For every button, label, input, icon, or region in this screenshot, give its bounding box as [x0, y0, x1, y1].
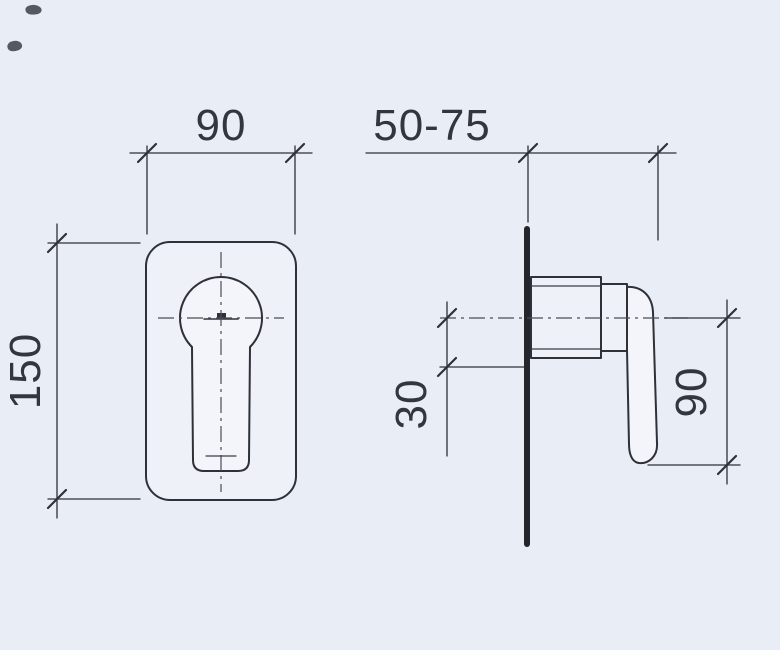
dimension-depth-range: 50-75 [365, 101, 677, 241]
smudge-artifact [7, 40, 23, 52]
side-view [440, 226, 692, 547]
dimension-front-height: 150 [1, 223, 141, 519]
side-lever-handle [626, 285, 659, 465]
dimension-label-front-width: 90 [196, 101, 247, 150]
front-view [145, 241, 297, 501]
dimension-tick [716, 307, 738, 329]
dimension-handle-drop: 90 [647, 299, 741, 485]
dimension-tick [517, 142, 539, 164]
dimension-tick [436, 356, 458, 378]
dimension-tick [284, 142, 306, 164]
dimension-tick [46, 232, 68, 254]
dimension-tick [647, 142, 669, 164]
smudge-artifact [25, 4, 42, 15]
dimension-tick [436, 307, 458, 329]
dimension-label-depth-range: 50-75 [373, 101, 491, 150]
dimension-front-width: 90 [129, 101, 313, 235]
smudge-artifacts [7, 4, 42, 52]
dimension-axis-offset: 30 [387, 301, 525, 457]
dimension-tick [46, 488, 68, 510]
dimension-tick [716, 454, 738, 476]
dimension-tick [136, 142, 158, 164]
dimension-label-front-height: 150 [1, 333, 50, 409]
dimension-label-handle-drop: 90 [667, 367, 716, 418]
dimension-label-axis-offset: 30 [387, 379, 436, 430]
